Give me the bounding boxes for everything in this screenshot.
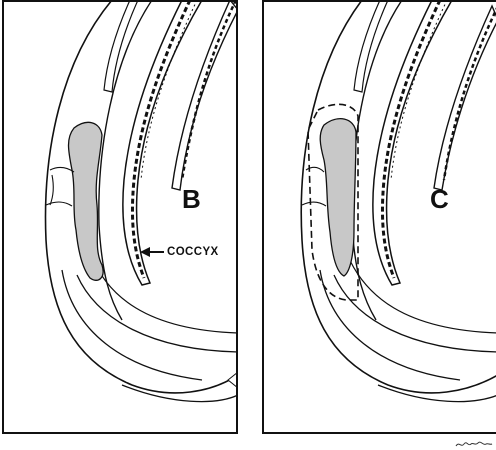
arrow-left-icon [140,247,164,257]
sacrum-illustration-c [262,0,496,434]
sinus-tract-abscess [69,122,104,280]
panel-c: C [262,0,496,434]
coccyx-label: COCCYX [167,246,219,258]
panel-b: B COCCYX [2,0,238,434]
signature-icon [454,436,494,450]
panel-label-b: B [182,186,201,212]
sacrum-illustration-b [2,0,238,434]
panel-label-c: C [430,186,449,212]
excised-tract [320,119,356,276]
